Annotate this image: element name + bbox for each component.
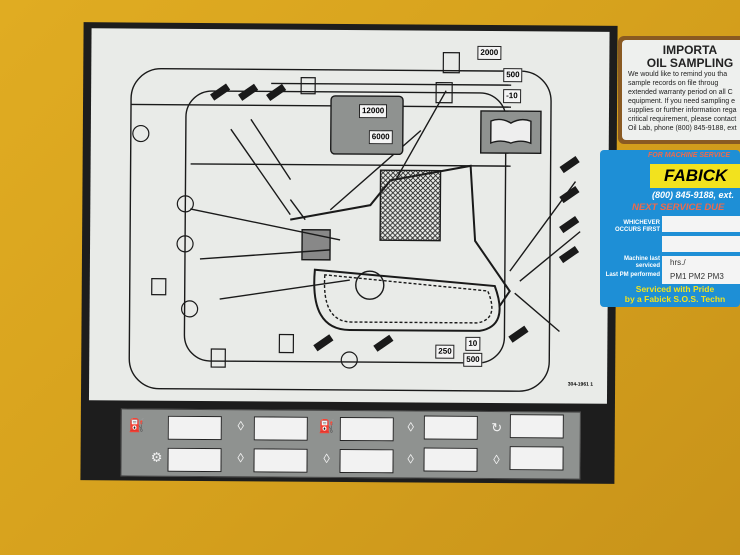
part-number: 304-1961 1: [567, 381, 594, 388]
log-cell[interactable]: [339, 448, 394, 474]
log-cell[interactable]: [167, 447, 222, 473]
fabick-header: FOR MACHINE SERVICE: [648, 152, 731, 159]
hydraulic-filter-icon: ◊: [237, 418, 245, 434]
oil-sampling-sticker: IMPORTA OIL SAMPLING We would like to re…: [618, 36, 740, 144]
interval-6000-hours: 6000: [368, 130, 393, 145]
footer-line-2: by a Fabick S.O.S. Techn: [624, 294, 726, 304]
fuel-filter-icon: ⛽: [318, 418, 335, 434]
oil-text-line: critical requirement, please contact: [628, 116, 737, 123]
maintenance-decal: 2000 500 -10 12000 6000 10 250 500 304-1…: [80, 22, 618, 484]
oil-title-2: OIL SAMPLING: [646, 56, 734, 70]
last-pm-field[interactable]: PM1 PM2 PM3: [662, 270, 740, 284]
oil-text-line: We would like to remind you tha: [628, 71, 728, 78]
service-log-panel: ⛽ ◊ ⛽ ◊ ↻ ⚙ ◊ ◊ ◊ ◊: [120, 408, 581, 480]
interval-500-hours-bottom: 500: [463, 352, 483, 367]
engine-oil-icon: ◊: [323, 450, 330, 466]
oil-text-line: Oil Lab, phone (800) 845-9188, ext: [628, 125, 737, 132]
log-cell[interactable]: [339, 416, 394, 442]
oil-text-line: equipment. If you need sampling e: [628, 98, 736, 105]
last-pm-label: Last PM performed: [605, 272, 660, 278]
service-field[interactable]: [662, 236, 740, 252]
interval-500-hours: 500: [503, 68, 523, 83]
log-cell[interactable]: [509, 414, 564, 439]
interval-250-hours: 250: [435, 344, 455, 359]
oil-text-line: supplies or further information rega: [628, 107, 737, 114]
oil-title-1: IMPORTA: [662, 43, 718, 57]
air-filter-icon: ↻: [491, 419, 503, 436]
interval-2000-hours: 2000: [477, 45, 502, 61]
footer-line-1: Serviced with Pride: [635, 284, 715, 294]
machine-diagram: [128, 52, 581, 392]
log-cell[interactable]: [423, 415, 478, 440]
lubrication-diagram: 2000 500 -10 12000 6000 10 250 500 304-1…: [88, 28, 610, 404]
service-field[interactable]: [662, 216, 740, 232]
oil-filter-icon: ◊: [237, 450, 244, 466]
log-cell[interactable]: [423, 447, 478, 472]
whichever-label: WHICHEVER OCCURS FIRST: [615, 220, 660, 233]
log-cell[interactable]: [167, 415, 222, 441]
machine-serviced-field[interactable]: hrs./: [662, 256, 740, 270]
log-cell[interactable]: [253, 448, 308, 473]
hydraulic-oil-icon: ◊: [407, 419, 415, 435]
coolant-icon: ◊: [407, 451, 414, 467]
interval-10-hours-bottom: 10: [465, 336, 481, 351]
oil-text-line: sample records on file throug: [628, 80, 719, 87]
machine-serviced-label: Machine last serviced: [623, 256, 660, 269]
fuel-water-icon: ⛽: [128, 417, 145, 433]
log-cell[interactable]: [509, 446, 564, 471]
interval-12000-hours: 12000: [358, 104, 388, 119]
log-cell[interactable]: [253, 416, 308, 441]
gear-oil-icon: ⚙: [150, 449, 163, 465]
interval-10-hours: -10: [503, 89, 521, 104]
fabick-logo: FABICK: [650, 164, 740, 188]
fabick-phone: (800) 845-9188, ext.: [652, 190, 735, 200]
filter-icon: ◊: [493, 452, 500, 468]
next-service-due: NEXT SERVICE DUE: [632, 202, 725, 213]
oil-text-line: extended warranty period on all C: [628, 89, 733, 96]
fabick-service-sticker: FOR MACHINE SERVICE FABICK (800) 845-918…: [600, 150, 740, 307]
